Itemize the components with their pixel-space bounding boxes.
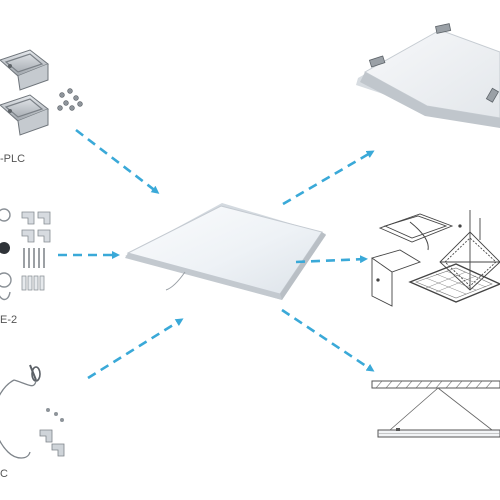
kit-label-middle: E-2: [0, 314, 18, 326]
grid-ceiling-diagram-icon: [370, 210, 500, 307]
suspension-hardware-kit-icon: [0, 208, 51, 301]
kit-label-top: -PLC: [0, 153, 26, 165]
anchors-icon: [21, 275, 45, 291]
arrow-bottom-left-to-panel: [87, 318, 184, 380]
brackets-icon: [21, 211, 51, 243]
flow-arrows: [58, 128, 375, 380]
recessed-panel-icon: [356, 23, 500, 128]
small-screws-icon: [46, 408, 64, 422]
led-panel-icon: [125, 203, 326, 300]
wire-suspension-kit-icon: [0, 364, 65, 459]
arrow-panel-to-bottom-right: [281, 308, 375, 372]
rods-icon: [23, 248, 45, 268]
screws-icon: [57, 88, 83, 111]
arrow-top-left-to-panel: [75, 128, 160, 194]
arrow-panel-to-top-right: [282, 150, 375, 206]
corner-clips-icon: [39, 429, 65, 457]
spring-clip-kit-icon: [0, 49, 83, 136]
kit-label-bottom: C: [0, 468, 8, 480]
arrow-panel-to-middle-right: [295, 255, 368, 264]
suspended-panel-diagram-icon: [371, 380, 500, 438]
